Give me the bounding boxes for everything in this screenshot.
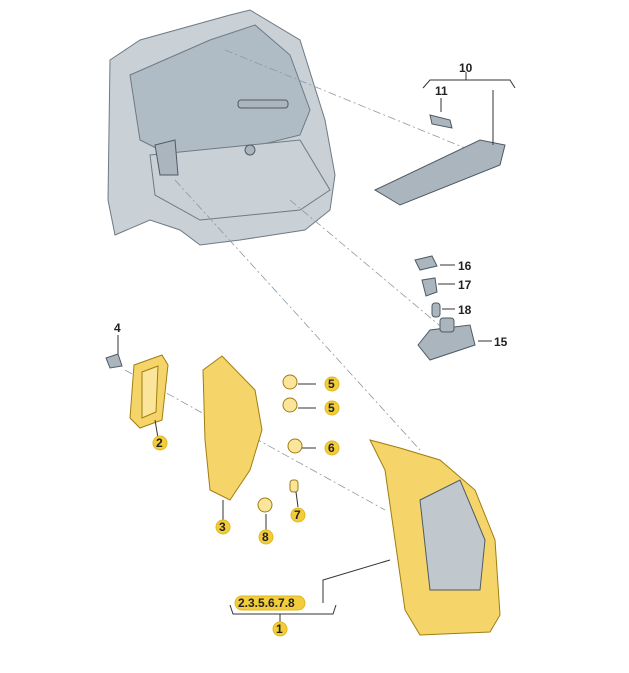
label-1[interactable]: 1 [276,622,283,636]
label-10[interactable]: 10 [459,61,473,75]
label-4[interactable]: 4 [114,321,121,335]
group-label: 2.3.5.6.7.8 [238,596,295,610]
car-rear-illustration [107,9,336,246]
label-5b[interactable]: 5 [328,401,335,415]
label-5a[interactable]: 5 [328,377,335,391]
label-2[interactable]: 2 [156,436,163,450]
part-labels: 10 11 16 17 18 15 4 2 5 5 6 3 7 8 2.3.5.… [114,61,508,637]
label-8[interactable]: 8 [262,530,269,544]
label-17[interactable]: 17 [458,278,472,292]
label-15[interactable]: 15 [494,335,508,349]
guide-lines [124,49,471,511]
label-18[interactable]: 18 [458,303,472,317]
label-11[interactable]: 11 [435,84,448,98]
label-7[interactable]: 7 [294,508,301,522]
label-16[interactable]: 16 [458,259,472,273]
bulbs [257,374,303,513]
label-3[interactable]: 3 [219,520,226,534]
license-plate-light [414,255,476,361]
tail-light-components [105,353,501,636]
label-6[interactable]: 6 [328,441,335,455]
third-brake-light [373,114,506,206]
